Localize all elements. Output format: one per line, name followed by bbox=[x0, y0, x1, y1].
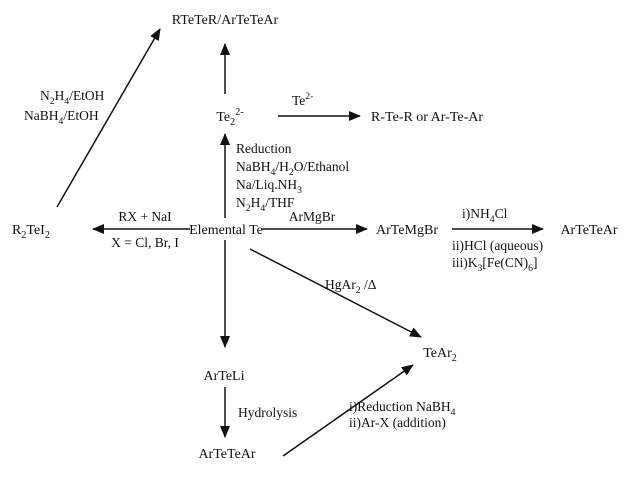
condition-nabh4-h2o-ethanol: NaBH4/H2O/Ethanol bbox=[236, 159, 349, 178]
condition-n2h4-thf: N2H4/THF bbox=[236, 195, 295, 214]
condition-k3fecn6: iii)K3[Fe(CN)6] bbox=[452, 255, 537, 274]
condition-reduction: Reduction bbox=[236, 141, 292, 156]
arteli-label: ArTeLi bbox=[203, 369, 244, 384]
elemental-te-label: Elemental Te bbox=[189, 223, 263, 238]
condition-ar-x-addition: ii)Ar-X (addition) bbox=[349, 415, 446, 430]
condition-nabh4-etoh: NaBH4/EtOH bbox=[24, 108, 99, 127]
arrow-elementalte-to-tear2 bbox=[249, 248, 422, 338]
condition-n2h4-etoh: N2H4/EtOH bbox=[40, 88, 105, 107]
ditelluride-top-label: RTeTeR/ArTeTeAr bbox=[172, 13, 279, 28]
condition-na-liq-nh3: Na/Liq.NH3 bbox=[236, 177, 302, 196]
tellurides-right-label: R-Te-R or Ar-Te-Ar bbox=[371, 110, 483, 125]
condition-rx-nai: RX + NaI bbox=[118, 209, 172, 224]
condition-armgbr: ArMgBr bbox=[289, 209, 336, 224]
arteteAr-right-label: ArTeTeAr bbox=[560, 223, 617, 238]
condition-te2minus: Te2- bbox=[292, 91, 313, 108]
artemgbr-label: ArTeMgBr bbox=[376, 223, 438, 238]
condition-reduction-nabh4: i)Reduction NaBH4 bbox=[349, 399, 456, 418]
condition-nh4cl: i)NH4Cl bbox=[462, 206, 508, 225]
condition-x-halides: X = Cl, Br, I bbox=[111, 235, 179, 250]
te22-label: Te22- bbox=[216, 107, 243, 128]
arrow-r2tei2-to-ditelluride bbox=[56, 28, 161, 208]
r2tei2-label: R2TeI2 bbox=[12, 223, 50, 241]
condition-hcl-aq: ii)HCl (aqueous) bbox=[452, 238, 543, 253]
condition-hgar2-heat: HgAr2 /Δ bbox=[325, 277, 377, 296]
arteteAr-bottom-label: ArTeTeAr bbox=[198, 447, 255, 462]
condition-hydrolysis: Hydrolysis bbox=[238, 405, 297, 420]
tear2-label: TeAr2 bbox=[423, 346, 457, 364]
arrow-arteteAr-to-tear2 bbox=[282, 364, 414, 457]
